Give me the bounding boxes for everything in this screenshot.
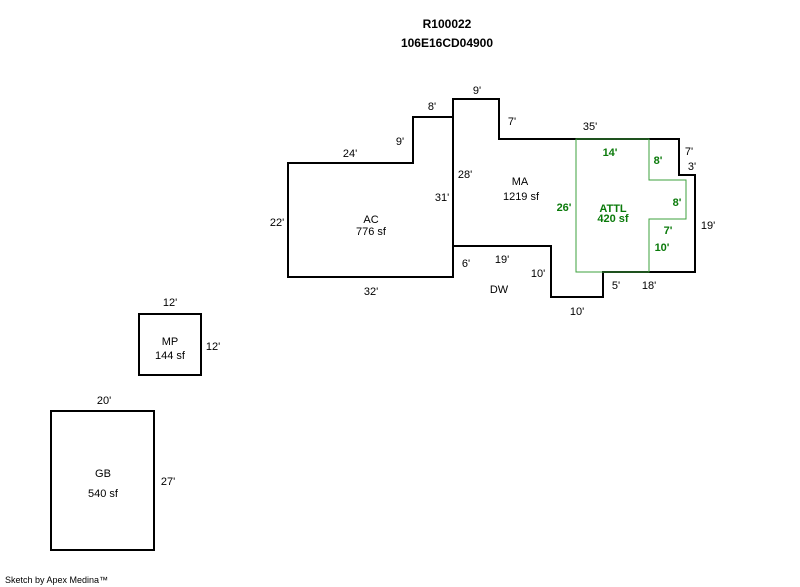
main-structure-outline bbox=[287, 98, 696, 298]
attl-area: ATTL 420 sf 14' 26' 8' 8' 7' 10' bbox=[557, 147, 682, 254]
ma-square-footage: 1219 sf bbox=[503, 191, 540, 203]
ma-dim-bottom-c: 5' bbox=[612, 280, 620, 292]
ma-dim-dw-width: 10' bbox=[570, 306, 584, 318]
ma-dim-right-c: 19' bbox=[701, 220, 715, 232]
dw-label: DW bbox=[490, 284, 509, 296]
attl-code: ATTL bbox=[599, 203, 627, 215]
attl-square-footage: 420 sf bbox=[597, 213, 629, 225]
ac-dim-notch-side: 9' bbox=[396, 136, 404, 148]
attl-dim-top: 14' bbox=[603, 147, 618, 159]
ma-dim-top-a: 9' bbox=[473, 85, 481, 97]
mp-dim-right: 12' bbox=[206, 341, 220, 353]
sketch-credit: Sketch by Apex Medina™ bbox=[5, 575, 108, 585]
ac-area: AC 776 sf 24' 22' 32' 9' 8' bbox=[270, 101, 436, 298]
attic-area-outline bbox=[575, 138, 687, 273]
gb-dim-top: 20' bbox=[97, 395, 111, 407]
gb-dim-right: 27' bbox=[161, 476, 175, 488]
gb-square-footage: 540 sf bbox=[88, 488, 119, 500]
ma-dim-bottom-a: 6' bbox=[462, 258, 470, 270]
ac-square-footage: 776 sf bbox=[356, 226, 387, 238]
ma-dim-step: 7' bbox=[508, 116, 516, 128]
mp-area: MP 144 sf 12' 12' bbox=[155, 297, 220, 362]
attl-dim-notch-b: 8' bbox=[673, 197, 682, 209]
account-number: 106E16CD04900 bbox=[401, 36, 493, 50]
ma-dim-dw-depth: 10' bbox=[531, 268, 545, 280]
mp-code: MP bbox=[162, 336, 179, 348]
gb-code: GB bbox=[95, 468, 111, 480]
attl-dim-notch-c: 7' bbox=[664, 225, 673, 237]
attl-dim-left: 26' bbox=[557, 202, 572, 214]
ma-dim-right-a: 7' bbox=[685, 146, 693, 158]
attl-dim-notch-a: 8' bbox=[654, 155, 663, 167]
gb-area: GB 540 sf 20' 27' bbox=[88, 395, 175, 500]
ma-dim-right-b: 3' bbox=[688, 161, 696, 173]
mp-area-outline bbox=[138, 313, 202, 376]
ma-dim-inner: 28' bbox=[458, 169, 472, 181]
ac-dim-top: 24' bbox=[343, 148, 357, 160]
ma-dim-top-b: 35' bbox=[583, 121, 597, 133]
ac-dim-bottom: 32' bbox=[364, 286, 378, 298]
ac-dim-notch-top: 8' bbox=[428, 101, 436, 113]
mp-dim-top: 12' bbox=[163, 297, 177, 309]
ac-dim-left: 22' bbox=[270, 217, 284, 229]
ma-dim-left: 31' bbox=[435, 192, 449, 204]
attl-dim-notch-d: 10' bbox=[655, 242, 670, 254]
ma-code: MA bbox=[512, 176, 529, 188]
ac-code: AC bbox=[363, 214, 378, 226]
mp-square-footage: 144 sf bbox=[155, 350, 186, 362]
ma-dim-bottom-d: 18' bbox=[642, 280, 656, 292]
parcel-id: R100022 bbox=[423, 17, 472, 31]
ma-dim-bottom-b: 19' bbox=[495, 254, 509, 266]
ma-area: MA 1219 sf 9' 7' 35' 31' 28' 6' 19' 10' … bbox=[435, 85, 715, 318]
gb-area-outline bbox=[50, 410, 155, 551]
